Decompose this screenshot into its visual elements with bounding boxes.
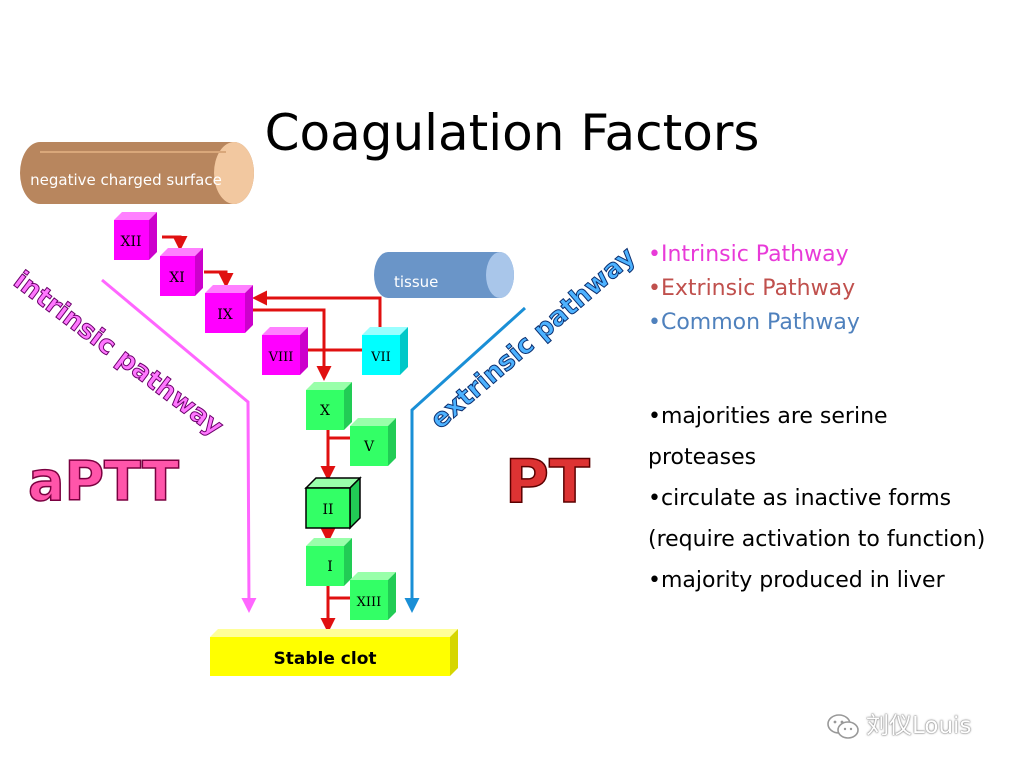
pt-label: PT <box>505 447 590 517</box>
factor-IX-label: IX <box>217 307 233 323</box>
factor-XII-box: XII <box>114 212 157 260</box>
legend-intrinsic: •Intrinsic Pathway <box>648 242 849 267</box>
slide-title: Coagulation Factors <box>264 104 760 162</box>
watermark-text: 刘仪Louis <box>866 713 972 739</box>
factor-I-label: I <box>327 559 333 575</box>
intrinsic-pathway-line <box>101 278 257 613</box>
note-line: •circulate as inactive forms <box>648 486 952 511</box>
factor-V-box: V <box>350 418 396 466</box>
aptt-label: aPTT <box>28 450 179 513</box>
factor-IX-box: IX <box>205 285 253 333</box>
negative-surface-cylinder: negative charged surface <box>20 142 254 204</box>
note-item: •majority produced in liver <box>648 564 985 598</box>
note-line: proteases <box>648 445 757 470</box>
note-line: •majorities are serine <box>648 404 888 429</box>
factor-X-box: X <box>306 382 352 430</box>
note-line: •majority produced in liver <box>648 568 945 593</box>
factor-XIII-label: XIII <box>357 595 382 610</box>
factor-XII-label: XII <box>120 234 141 250</box>
stable-clot-label: Stable clot <box>274 649 377 669</box>
stable-clot-bar: Stable clot <box>210 629 458 676</box>
factor-XIII-box: XIII <box>350 572 396 620</box>
factor-V-label: V <box>363 439 375 455</box>
factor-I-box: I <box>306 538 352 586</box>
factor-VII-box: VII <box>362 327 408 375</box>
extrinsic-pathway-line <box>404 306 527 613</box>
factor-II-box: II <box>304 476 362 530</box>
note-item: •circulate as inactive forms (require ac… <box>648 482 985 557</box>
wechat-icon <box>827 713 859 739</box>
factor-VIII-box: VIII <box>262 327 308 375</box>
negative-surface-label: negative charged surface <box>30 171 222 189</box>
legend-extrinsic: •Extrinsic Pathway <box>648 276 856 301</box>
legend-common: •Common Pathway <box>648 310 860 335</box>
note-item: •majorities are serine proteases <box>648 400 985 475</box>
factor-XI-box: XI <box>160 248 203 296</box>
notes-list: •majorities are serine proteases •circul… <box>648 400 985 605</box>
watermark: 刘仪Louis <box>826 706 971 741</box>
factor-XI-label: XI <box>169 270 185 286</box>
factor-VII-label: VII <box>370 350 391 365</box>
tissue-cylinder: tissue <box>374 252 514 298</box>
tissue-label: tissue <box>394 273 438 291</box>
pathway-legend: •Intrinsic Pathway •Extrinsic Pathway •C… <box>648 238 860 340</box>
note-line: (require activation to function) <box>648 527 986 552</box>
factor-II-label: II <box>322 502 333 518</box>
factor-VIII-label: VIII <box>268 350 294 365</box>
factor-X-label: X <box>320 403 330 419</box>
